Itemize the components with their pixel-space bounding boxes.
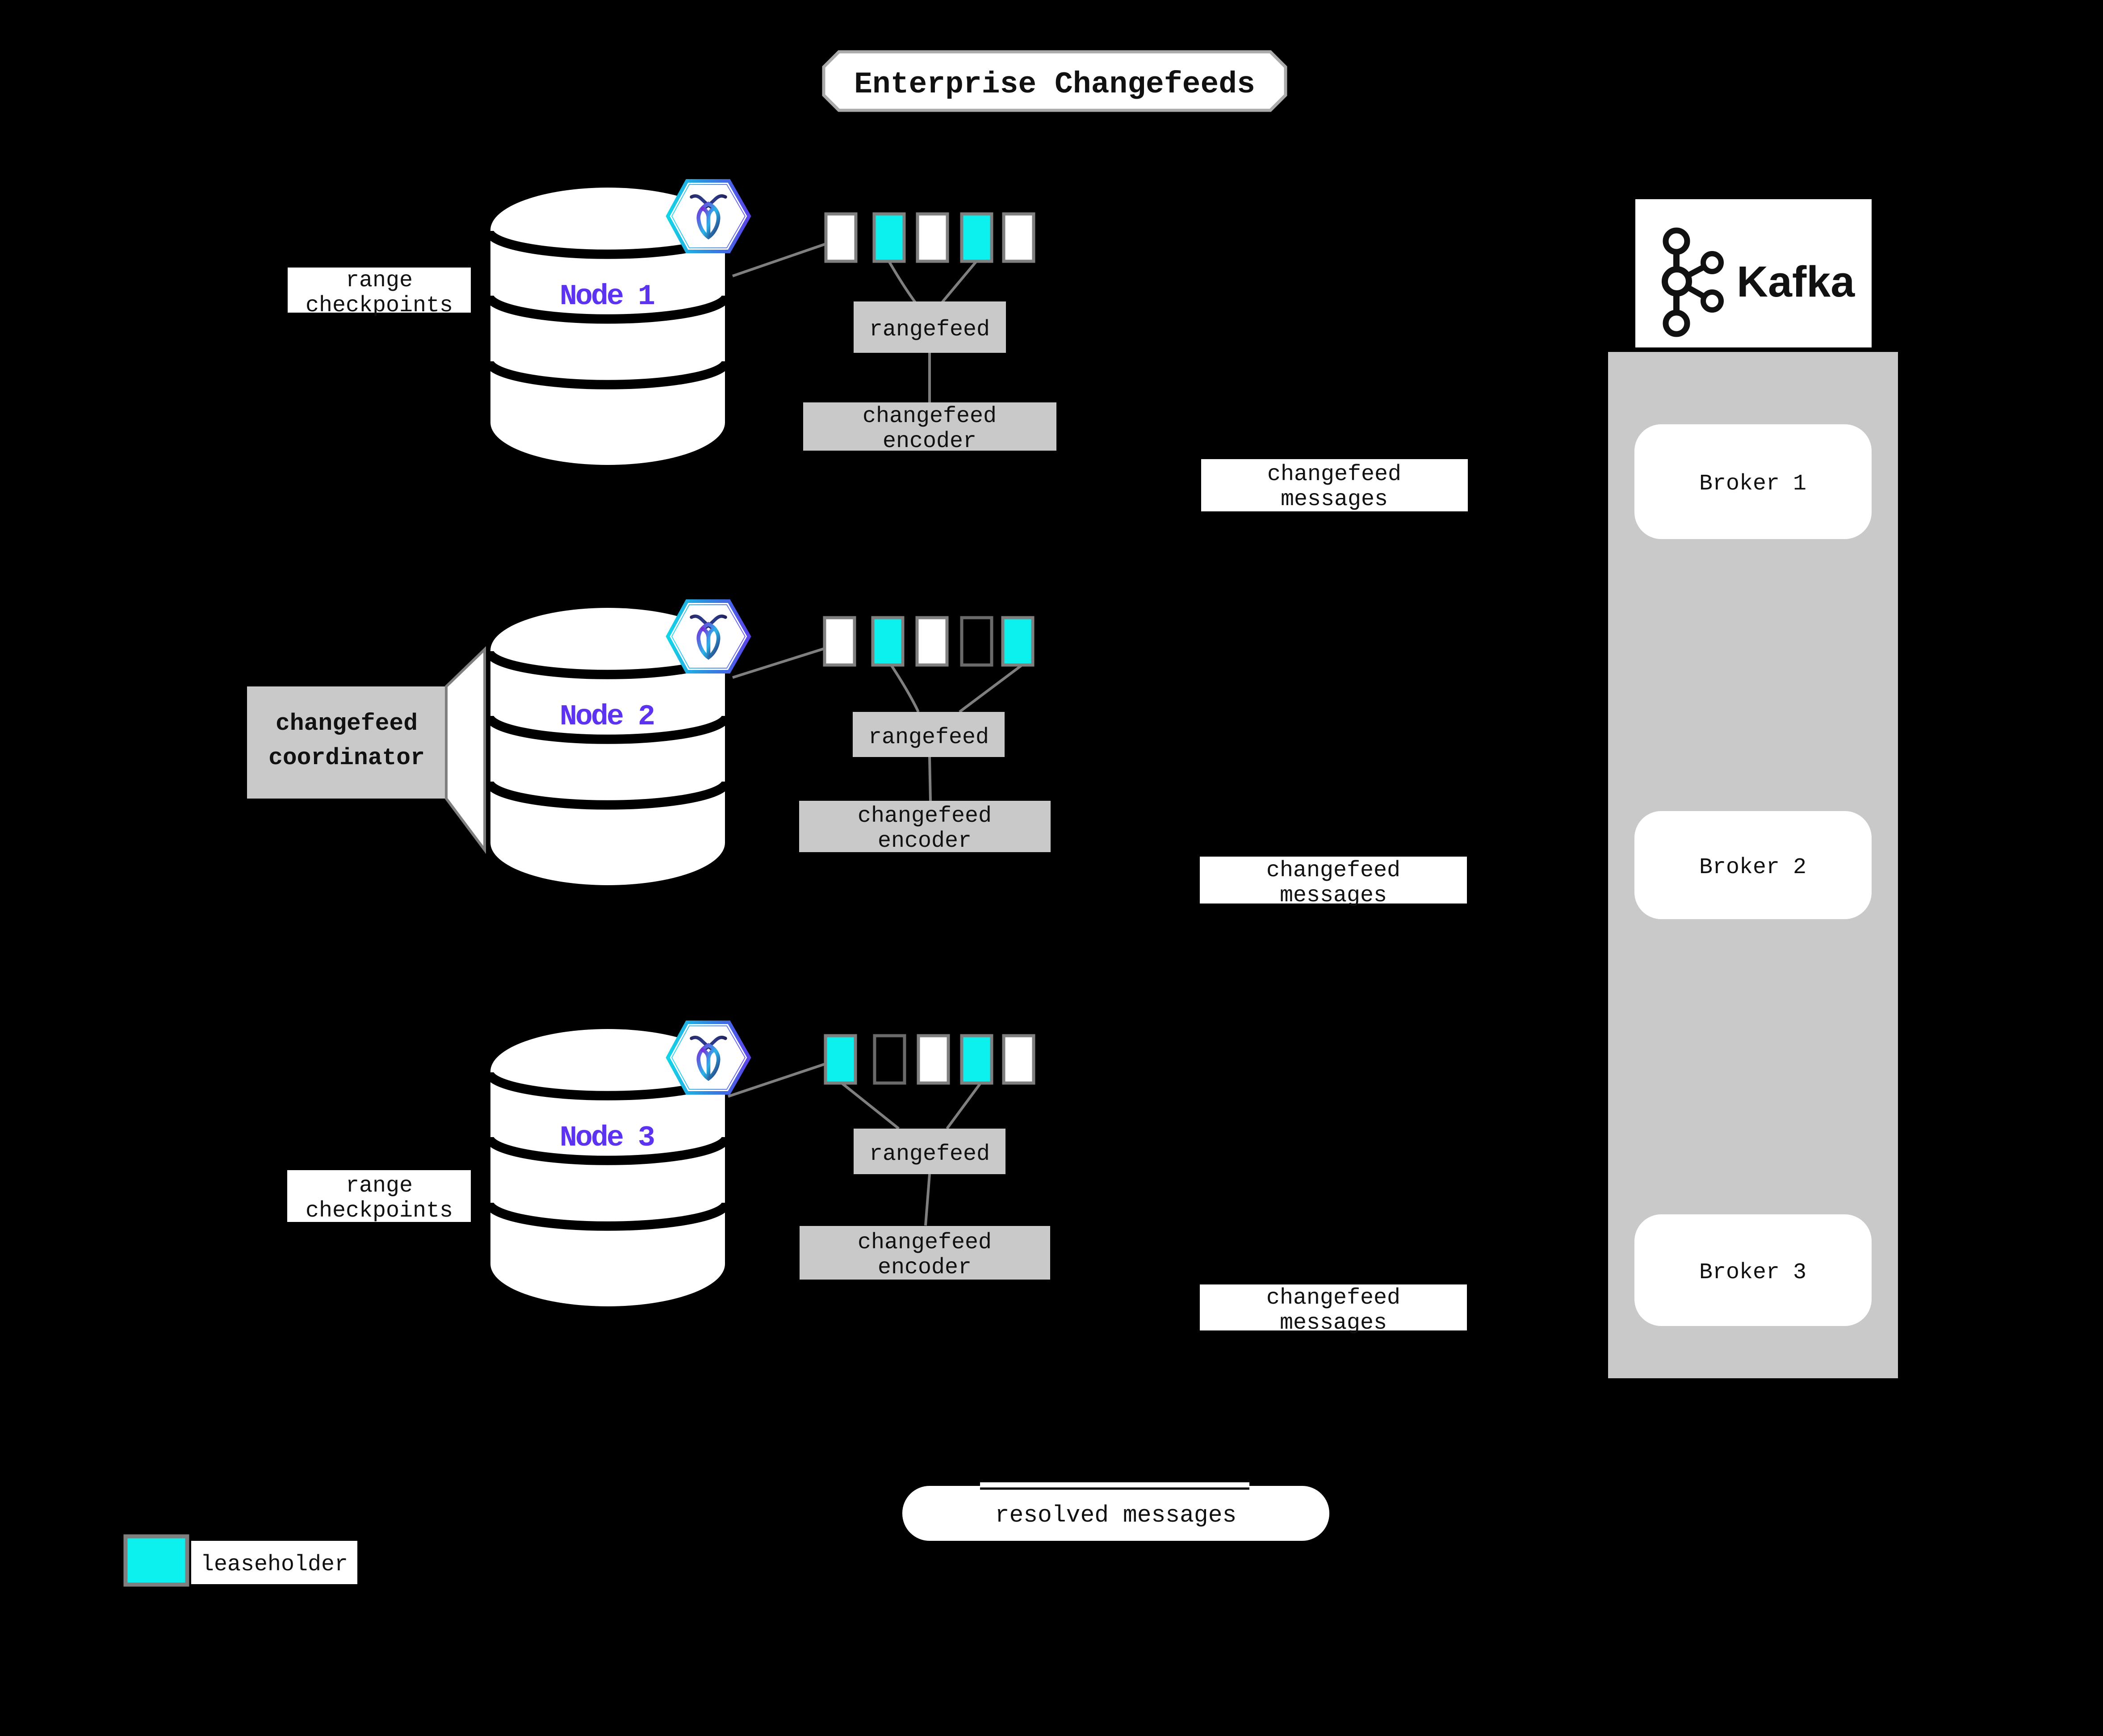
- svg-text:Node 2: Node 2: [560, 700, 654, 733]
- svg-text:changefeed: changefeed: [1266, 1285, 1400, 1311]
- svg-text:encoder: encoder: [878, 1255, 972, 1280]
- svg-text:range: range: [346, 1173, 413, 1199]
- svg-text:Broker 1: Broker 1: [1699, 471, 1806, 497]
- svg-text:leaseholder: leaseholder: [201, 1552, 348, 1577]
- svg-text:checkpoints: checkpoints: [306, 293, 453, 318]
- svg-text:Enterprise Changefeeds: Enterprise Changefeeds: [854, 67, 1255, 102]
- svg-text:Broker 2: Broker 2: [1699, 855, 1806, 880]
- svg-text:encoder: encoder: [878, 828, 972, 854]
- svg-text:encoder: encoder: [883, 429, 976, 454]
- svg-text:Kafka: Kafka: [1737, 257, 1855, 306]
- svg-text:rangefeed: rangefeed: [868, 725, 989, 750]
- svg-text:changefeed: changefeed: [863, 404, 997, 429]
- svg-text:rangefeed: rangefeed: [869, 317, 990, 343]
- svg-text:Broker 3: Broker 3: [1699, 1260, 1806, 1285]
- svg-text:changefeed: changefeed: [858, 803, 992, 829]
- svg-text:checkpoints: checkpoints: [306, 1198, 453, 1224]
- svg-text:messages: messages: [1281, 487, 1388, 512]
- svg-text:Node 3: Node 3: [560, 1121, 654, 1155]
- svg-text:changefeed: changefeed: [1267, 462, 1401, 487]
- svg-text:range: range: [346, 268, 413, 293]
- svg-text:changefeed: changefeed: [276, 710, 418, 737]
- svg-text:resolved messages: resolved messages: [995, 1502, 1237, 1529]
- svg-text:coordinator: coordinator: [268, 745, 425, 771]
- svg-text:changefeed: changefeed: [1266, 858, 1400, 883]
- svg-text:messages: messages: [1280, 1310, 1387, 1336]
- svg-text:changefeed: changefeed: [858, 1230, 992, 1255]
- svg-text:Node 1: Node 1: [560, 280, 654, 313]
- svg-text:rangefeed: rangefeed: [869, 1142, 990, 1167]
- svg-text:messages: messages: [1280, 883, 1387, 908]
